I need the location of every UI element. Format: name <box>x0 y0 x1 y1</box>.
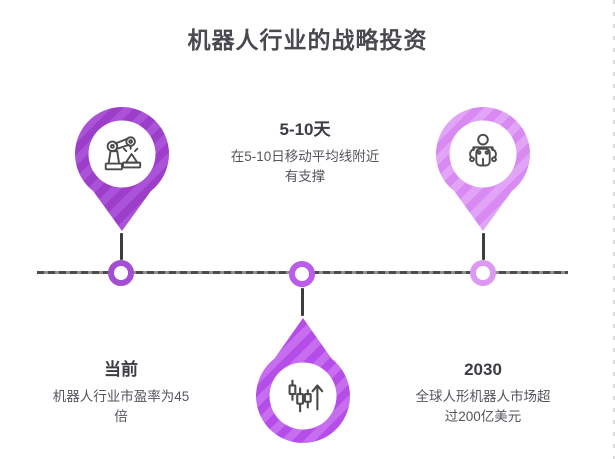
connector-line-2030 <box>482 233 485 260</box>
humanoid-robot-icon <box>469 133 497 167</box>
event-heading: 当前 <box>104 360 138 379</box>
timeline-node-2030 <box>470 260 496 286</box>
event-body-line: 在5-10日移动平均线附近 <box>230 149 380 164</box>
map-pin-2030 <box>436 106 530 231</box>
connector-line-current <box>120 233 123 260</box>
event-heading: 2030 <box>464 360 502 379</box>
connector-line-5-10-days <box>301 288 304 316</box>
event-body-line: 全球人形机器人市场超 <box>415 389 551 404</box>
event-label-current: 当前 机器人行业市盈率为45 倍 <box>16 358 226 427</box>
robot-arm-icon <box>104 136 142 171</box>
candlestick-chart-icon <box>288 379 324 413</box>
event-label-5-10-days: 5-10天 在5-10日移动平均线附近 有支撑 <box>190 118 420 187</box>
event-body-line: 过200亿美元 <box>444 409 522 424</box>
timeline-node-current <box>108 260 134 286</box>
event-heading: 5-10天 <box>279 120 331 139</box>
page-edge-dashed-line <box>613 0 615 459</box>
event-body-line: 倍 <box>114 409 128 424</box>
event-label-2030: 2030 全球人形机器人市场超 过200亿美元 <box>378 358 588 427</box>
event-body-line: 有支撑 <box>284 169 326 184</box>
event-body-line: 机器人行业市盈率为45 <box>52 389 190 404</box>
page-title: 机器人行业的战略投资 <box>187 27 428 53</box>
timeline-node-5-10-days <box>289 261 315 287</box>
